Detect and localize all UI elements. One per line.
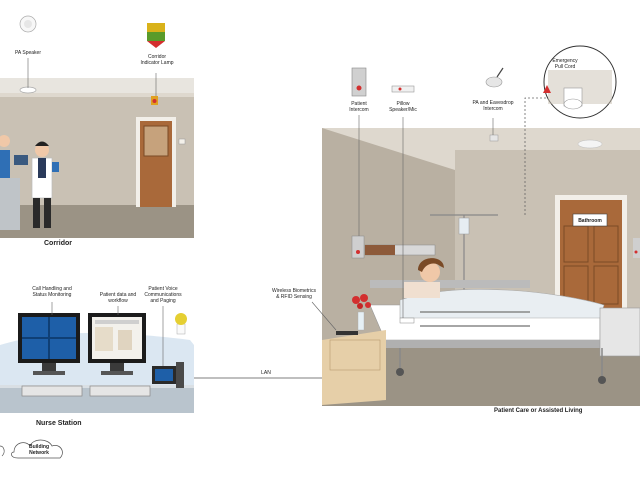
patient-intercom-label: Patient Intercom <box>344 101 374 113</box>
nurse-station-scene <box>0 313 194 458</box>
lan-label: LAN <box>256 370 276 376</box>
pillow-speaker-label: Pillow Speaker/Mic <box>384 101 422 113</box>
call-handling-label: Call Handling and Status Monitoring <box>30 286 74 298</box>
building-network-label: Building Network <box>22 444 56 456</box>
corridor-title: Corridor <box>44 240 72 247</box>
emergency-pull-cord-label: Emergency Pull Cord <box>548 58 582 70</box>
pa-eavesdrop-label: PA and Eavesdrop Intercom <box>470 100 516 112</box>
patient-room-title: Patient Care or Assisted Living <box>494 408 582 414</box>
corridor-lamp-label: Corridor Indicator Lamp <box>140 54 174 66</box>
voice-comm-label: Patient Voice Communications and Paging <box>142 286 184 304</box>
patient-data-label: Patient data and workflow <box>98 292 138 304</box>
pa-speaker-label: PA Speaker <box>8 50 48 56</box>
nurse-station-title: Nurse Station <box>36 420 82 427</box>
wireless-biometrics-label: Wireless Biometrics & RFID Sensing <box>272 288 316 300</box>
bathroom-sign-label: Bathroom <box>573 218 607 224</box>
corridor-scene <box>0 78 194 238</box>
